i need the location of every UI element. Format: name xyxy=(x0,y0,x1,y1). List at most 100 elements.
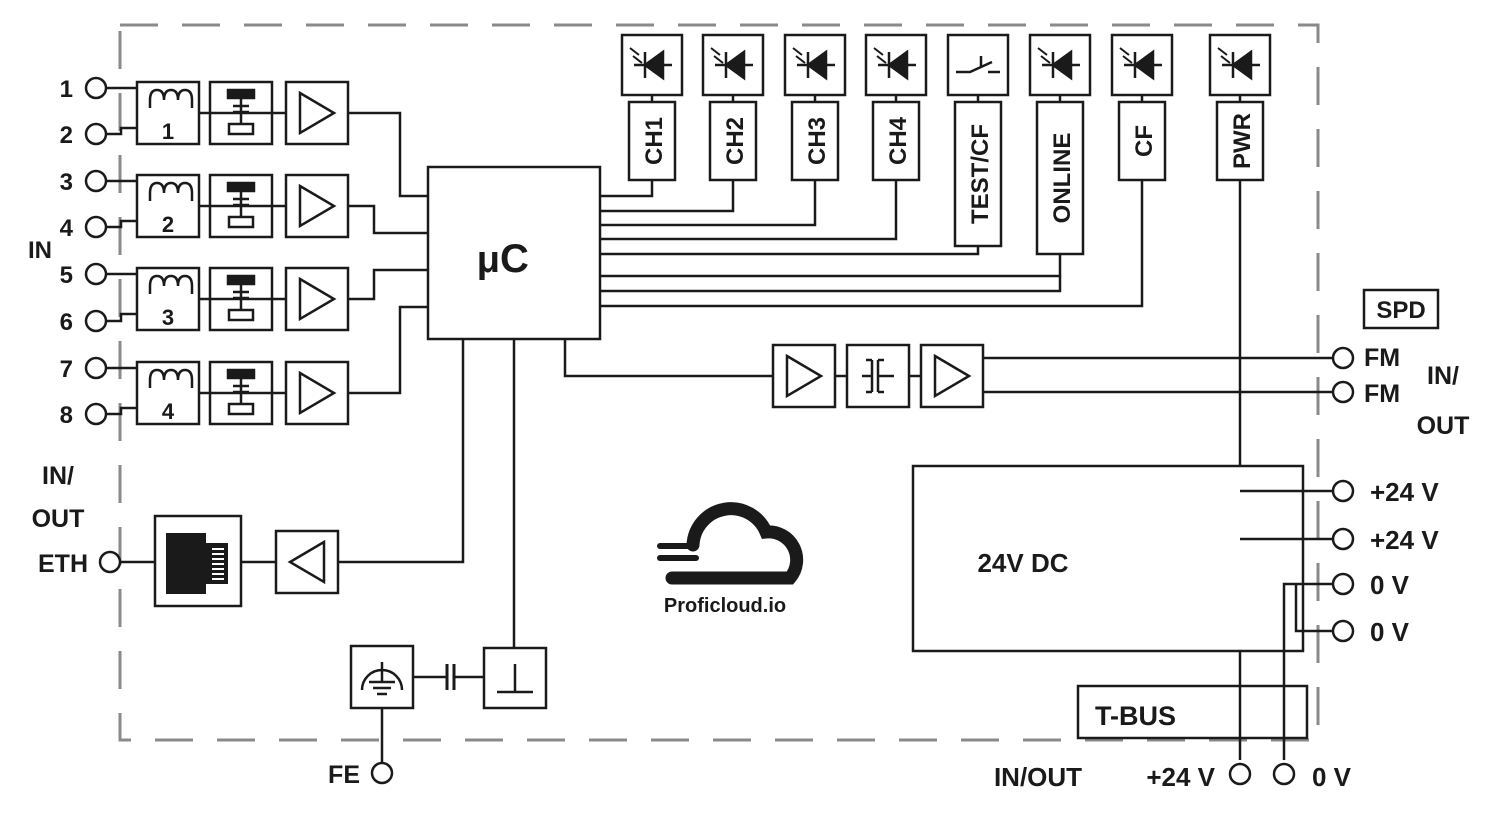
tbus-label: T-BUS xyxy=(1095,701,1176,731)
indicator-label: CF xyxy=(1131,125,1158,157)
terminal-label-8: 8 xyxy=(60,402,73,429)
eth-dir-line1: IN/ xyxy=(42,462,74,490)
tbus-plus24-label: +24 V xyxy=(1146,762,1215,792)
terminal-fm-1 xyxy=(1331,346,1355,370)
power-terminal-label-3: 0 V xyxy=(1370,570,1410,600)
terminal-label-2: 2 xyxy=(60,122,73,149)
indicator-label: CH3 xyxy=(804,117,831,165)
input-channel-4: 4 xyxy=(106,305,428,426)
terminal-label-6: 6 xyxy=(60,309,73,336)
fieldbus-amplifier-in xyxy=(771,343,837,409)
power-terminal-label-4: 0 V xyxy=(1370,617,1410,647)
controller-label: C xyxy=(500,237,529,281)
amplifier-block xyxy=(284,266,350,332)
fm-dir-line2: OUT xyxy=(1417,412,1470,440)
isolation-block xyxy=(845,343,911,409)
indicator-cf: CF xyxy=(1110,33,1174,182)
eth-terminal-label: ETH xyxy=(38,550,88,578)
fm-label-2: FM xyxy=(1364,380,1400,408)
indicator-label: CH4 xyxy=(885,116,912,165)
terminal-label-3: 3 xyxy=(60,169,73,196)
indicator-ch4: CH4 xyxy=(864,33,928,182)
fm-dir-line1: IN/ xyxy=(1427,362,1459,390)
indicator-label: CH1 xyxy=(641,117,668,165)
tbus-block xyxy=(1076,684,1309,740)
pushbutton-icon xyxy=(946,33,1010,97)
indicator-ch1: CH1 xyxy=(620,33,684,182)
ground-block xyxy=(482,646,548,710)
earth-icon xyxy=(369,662,395,696)
fe-label: FE xyxy=(328,761,360,789)
indicator-label: CH2 xyxy=(722,117,749,165)
terminal-1 xyxy=(84,76,108,100)
channel-number: 3 xyxy=(162,305,174,330)
terminal-label-1: 1 xyxy=(60,76,73,103)
ethernet-section: IN/ OUT ETH xyxy=(32,339,465,608)
tbus-0v-label: 0 V xyxy=(1312,762,1352,792)
indicator-label: ONLINE xyxy=(1049,133,1076,224)
terminal-5 xyxy=(84,262,108,286)
power-section: 24V DC +24 V +24 V 0 V 0 V xyxy=(911,464,1439,760)
indicator-label: PWR xyxy=(1229,113,1256,169)
microcontroller: μ C xyxy=(426,165,602,341)
cloud-label: Proficloud.io xyxy=(664,595,786,617)
terminal-fe xyxy=(370,761,394,785)
terminal-7 xyxy=(84,356,108,380)
terminal-6 xyxy=(84,309,108,333)
channel-number: 1 xyxy=(162,119,174,144)
indicator-ch2: CH2 xyxy=(701,33,765,182)
power-supply-block xyxy=(911,464,1305,653)
input-terminals: 1 2 3 4 5 6 7 8 IN xyxy=(28,76,108,429)
indicator-pwr: PWR xyxy=(1208,33,1272,182)
terminal-2 xyxy=(84,122,108,146)
terminal-fm-2 xyxy=(1331,380,1355,404)
power-terminal-label-1: +24 V xyxy=(1370,477,1439,507)
indicator-test-cf: TEST/CF xyxy=(946,33,1010,248)
indicator-label: TEST/CF xyxy=(967,124,994,224)
channel-number: 4 xyxy=(162,399,175,424)
spd-label: SPD xyxy=(1376,297,1425,324)
input-channel-3: 3 xyxy=(106,266,428,332)
terminal-plus24-2 xyxy=(1331,527,1355,551)
indicator-online: ONLINE xyxy=(1028,33,1092,256)
input-channel-2: 2 xyxy=(106,173,428,239)
channel-number: 2 xyxy=(162,212,174,237)
terminal-0v-2 xyxy=(1331,619,1355,643)
housing-outline xyxy=(118,23,1320,742)
terminal-4 xyxy=(84,215,108,239)
terminal-label-7: 7 xyxy=(60,356,73,383)
input-channel-1: 1 xyxy=(106,80,428,198)
terminal-tbus-0v xyxy=(1272,762,1296,786)
fm-label-1: FM xyxy=(1364,344,1400,372)
input-channels: 1 2 xyxy=(106,80,428,426)
functional-earth: FE xyxy=(328,339,548,789)
fieldbus-terminals: SPD FM FM IN/ OUT xyxy=(1331,288,1470,440)
power-terminal-label-2: +24 V xyxy=(1370,525,1439,555)
terminal-8 xyxy=(84,402,108,426)
tbus-section: T-BUS IN/OUT +24 V 0 V xyxy=(994,684,1352,792)
terminal-label-4: 4 xyxy=(60,215,74,242)
amplifier-block xyxy=(284,80,350,146)
tbus-dir-label: IN/OUT xyxy=(994,762,1082,792)
fieldbus-path xyxy=(563,339,1332,409)
mu-symbol: μ xyxy=(477,239,500,281)
spd-badge xyxy=(1362,288,1440,330)
fieldbus-amplifier-out xyxy=(919,343,985,409)
indicator-ch3: CH3 xyxy=(783,33,847,182)
eth-dir-line2: OUT xyxy=(32,505,85,533)
eth-amplifier xyxy=(274,529,340,595)
terminal-tbus-plus24 xyxy=(1228,762,1252,786)
terminal-0v-1 xyxy=(1331,572,1355,596)
terminal-eth xyxy=(98,550,122,574)
terminal-plus24-1 xyxy=(1331,479,1355,503)
inputs-group-label: IN xyxy=(28,237,52,264)
terminal-3 xyxy=(84,169,108,193)
terminal-label-5: 5 xyxy=(60,262,73,289)
amplifier-block xyxy=(284,173,350,239)
amplifier-block xyxy=(284,360,350,426)
cloud-icon xyxy=(665,502,804,585)
proficloud-logo: Proficloud.io xyxy=(657,502,804,617)
power-label: 24V DC xyxy=(977,548,1068,578)
